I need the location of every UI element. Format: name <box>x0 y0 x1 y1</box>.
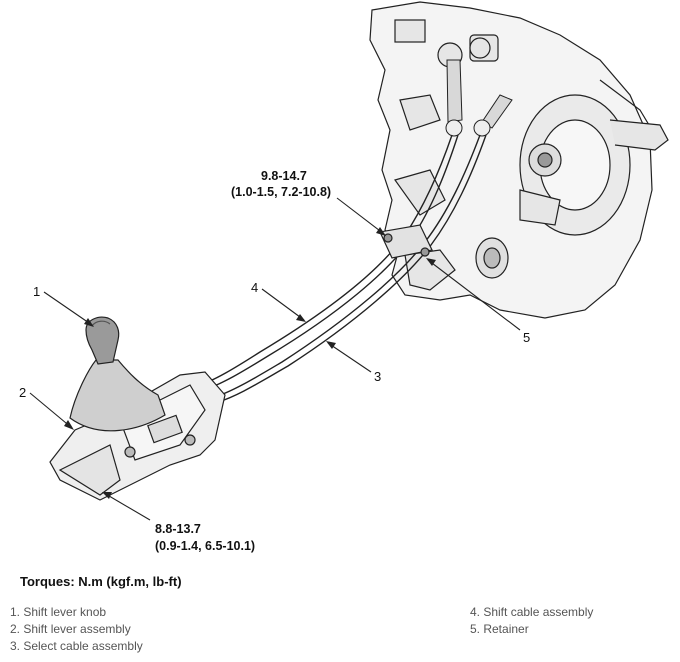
legend-item: 5. Retainer <box>470 622 529 636</box>
legend-right: 4. Shift cable assembly 5. Retainer <box>470 604 593 638</box>
arrowheads <box>64 227 436 499</box>
legend-left: 1. Shift lever knob 2. Shift lever assem… <box>10 604 143 655</box>
legend-item: 3. Select cable assembly <box>10 639 143 653</box>
legend-item: 4. Shift cable assembly <box>470 605 594 619</box>
retainer-bracket <box>379 224 433 259</box>
torque-top-nm: 9.8-14.7 <box>261 169 307 183</box>
shift-lever-assembly <box>49 371 226 501</box>
cable-boots <box>445 59 513 137</box>
torque-bottom-alt: (0.9-1.4, 6.5-10.1) <box>155 539 255 553</box>
transaxle-assembly <box>369 1 669 319</box>
callout-2: 2 <box>19 385 26 400</box>
cables <box>199 134 487 403</box>
shift-cable-diagram: 1 2 4 3 5 9.8-14.7 (1.0-1.5, 7.2-10.8) 8… <box>19 1 669 553</box>
torque-top-alt: (1.0-1.5, 7.2-10.8) <box>231 185 331 199</box>
torque-bottom-nm: 8.8-13.7 <box>155 522 201 536</box>
leader-lines <box>29 197 521 521</box>
torque-units-heading: Torques: N.m (kgf.m, lb-ft) <box>20 574 182 589</box>
legend-item: 2. Shift lever assembly <box>10 622 131 636</box>
shift-knob <box>85 316 120 365</box>
legend-item: 1. Shift lever knob <box>10 605 107 619</box>
callout-4: 4 <box>251 280 258 295</box>
callout-3: 3 <box>374 369 381 384</box>
callout-1: 1 <box>33 284 40 299</box>
callout-5: 5 <box>523 330 530 345</box>
shift-boot <box>69 359 166 432</box>
